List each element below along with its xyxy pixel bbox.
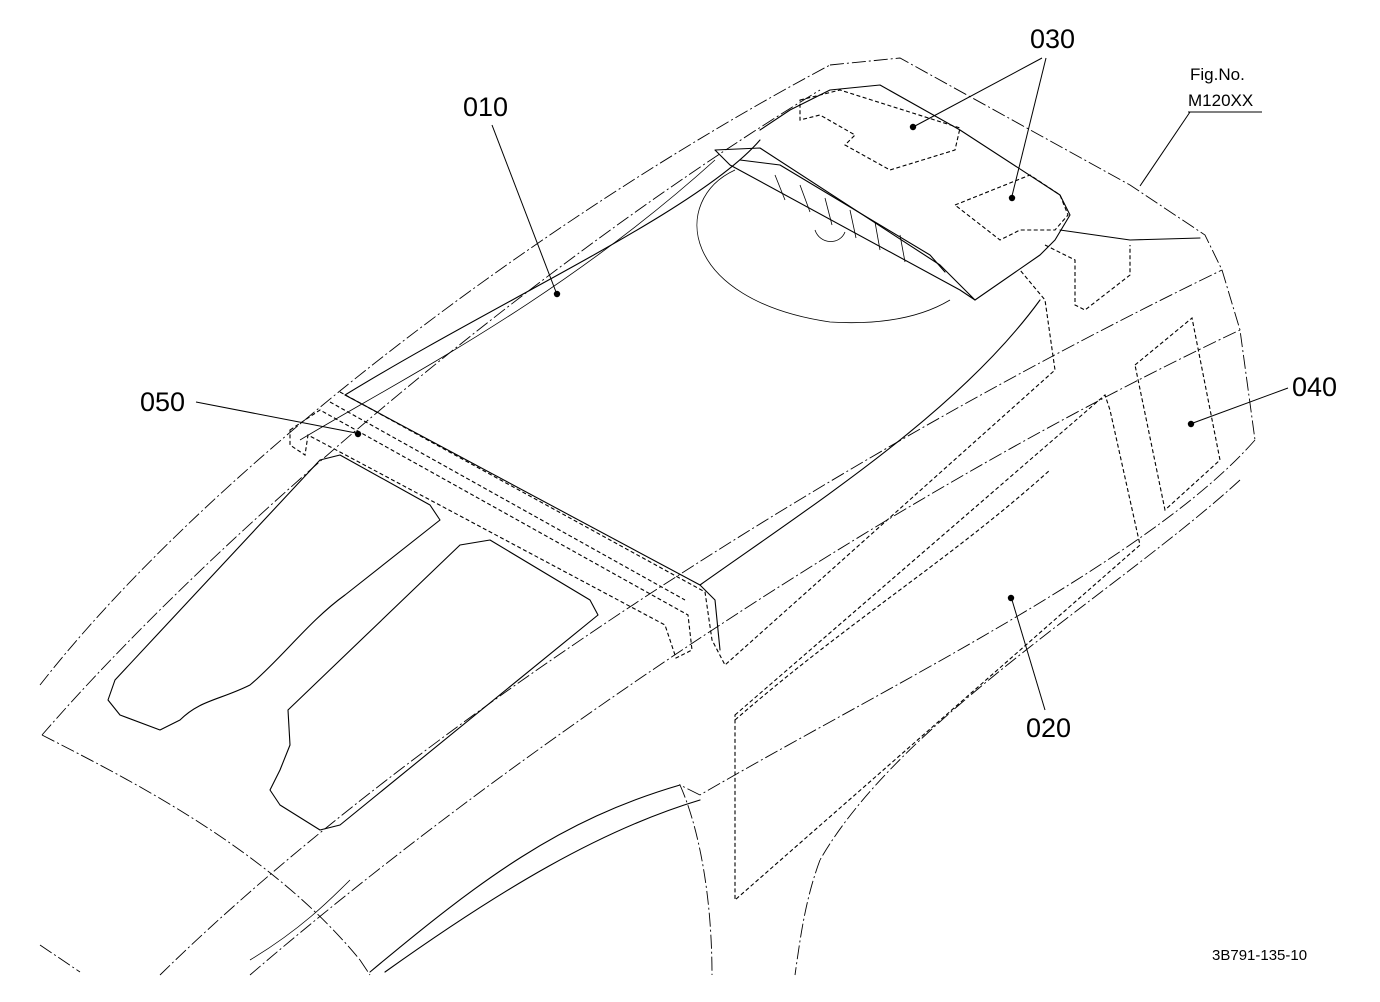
roof-windows xyxy=(107,454,599,831)
decal-040-outline xyxy=(1134,316,1221,512)
fig-number: M120XX xyxy=(1188,91,1253,110)
callout-050: 050 xyxy=(140,387,185,417)
cabin-body-outline xyxy=(39,57,1256,976)
callout-020: 020 xyxy=(1026,713,1071,743)
callout-010: 010 xyxy=(463,92,508,122)
callout-030: 030 xyxy=(1030,24,1075,54)
leader-lines xyxy=(195,57,1289,711)
decal-020-outline xyxy=(734,394,1141,902)
decal-010-outline xyxy=(339,269,1056,666)
roof-vent-assembly xyxy=(696,84,1201,324)
decal-030-outline xyxy=(799,89,1069,241)
drawing-code: 3B791-135-10 xyxy=(1212,947,1307,964)
decal-050-outline xyxy=(289,401,693,659)
fig-label: Fig.No. xyxy=(1190,65,1245,84)
roof-panel xyxy=(249,139,1041,973)
callout-040: 040 xyxy=(1292,372,1337,402)
